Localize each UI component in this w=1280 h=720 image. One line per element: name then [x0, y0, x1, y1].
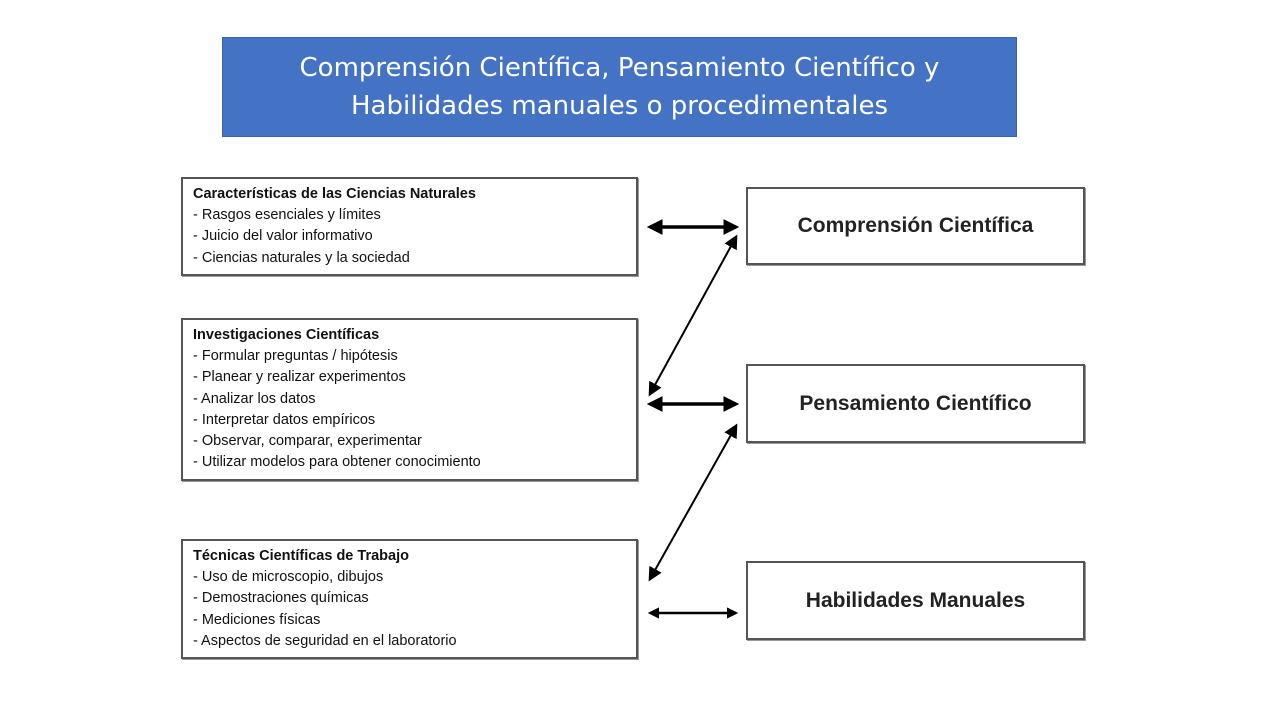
box-pensamiento-cientifico: Pensamiento Científico: [746, 364, 1085, 443]
box-investigaciones-cientificas: Investigaciones Científicas - Formular p…: [181, 318, 638, 481]
list-item: - Ciencias naturales y la sociedad: [193, 249, 410, 266]
box-habilidades-manuales: Habilidades Manuales: [746, 561, 1085, 640]
list-item: - Mediciones físicas: [193, 611, 321, 628]
title-line-1: Comprensión Científica, Pensamiento Cien…: [299, 53, 940, 83]
list-item: - Aspectos de seguridad en el laboratori…: [193, 632, 457, 649]
list-item: - Demostraciones químicas: [193, 590, 369, 607]
box-heading: Investigaciones Científicas: [193, 327, 380, 343]
list-item: - Juicio del valor informativo: [193, 228, 373, 245]
list-item: - Utilizar modelos para obtener conocimi…: [193, 454, 481, 471]
arrow-tecnicas-pensamiento: [648, 423, 738, 582]
list-item: - Interpretar datos empíricos: [193, 411, 376, 428]
box-tecnicas-cientificas-de-trabajo: Técnicas Científicas de Trabajo - Uso de…: [181, 539, 638, 659]
list-item: - Planear y realizar experimentos: [193, 369, 406, 386]
list-item: - Uso de microscopio, dibujos: [193, 569, 384, 586]
list-item: - Rasgos esenciales y límites: [193, 207, 381, 224]
title-line-2: Habilidades manuales o procedimentales: [351, 91, 888, 121]
box-caracteristicas-ciencias-naturales: Características de las Ciencias Naturale…: [181, 177, 638, 276]
list-item: - Analizar los datos: [193, 390, 316, 407]
box-heading: Características de las Ciencias Naturale…: [193, 186, 476, 202]
list-item: - Observar, comparar, experimentar: [193, 433, 422, 450]
list-item: - Formular preguntas / hipótesis: [193, 348, 398, 365]
arrow-investigaciones-comprension: [648, 234, 738, 397]
title-banner: Comprensión Científica, Pensamiento Cien…: [222, 37, 1017, 137]
box-comprension-cientifica: Comprensión Científica: [746, 187, 1085, 265]
box-heading: Técnicas Científicas de Trabajo: [193, 548, 409, 564]
